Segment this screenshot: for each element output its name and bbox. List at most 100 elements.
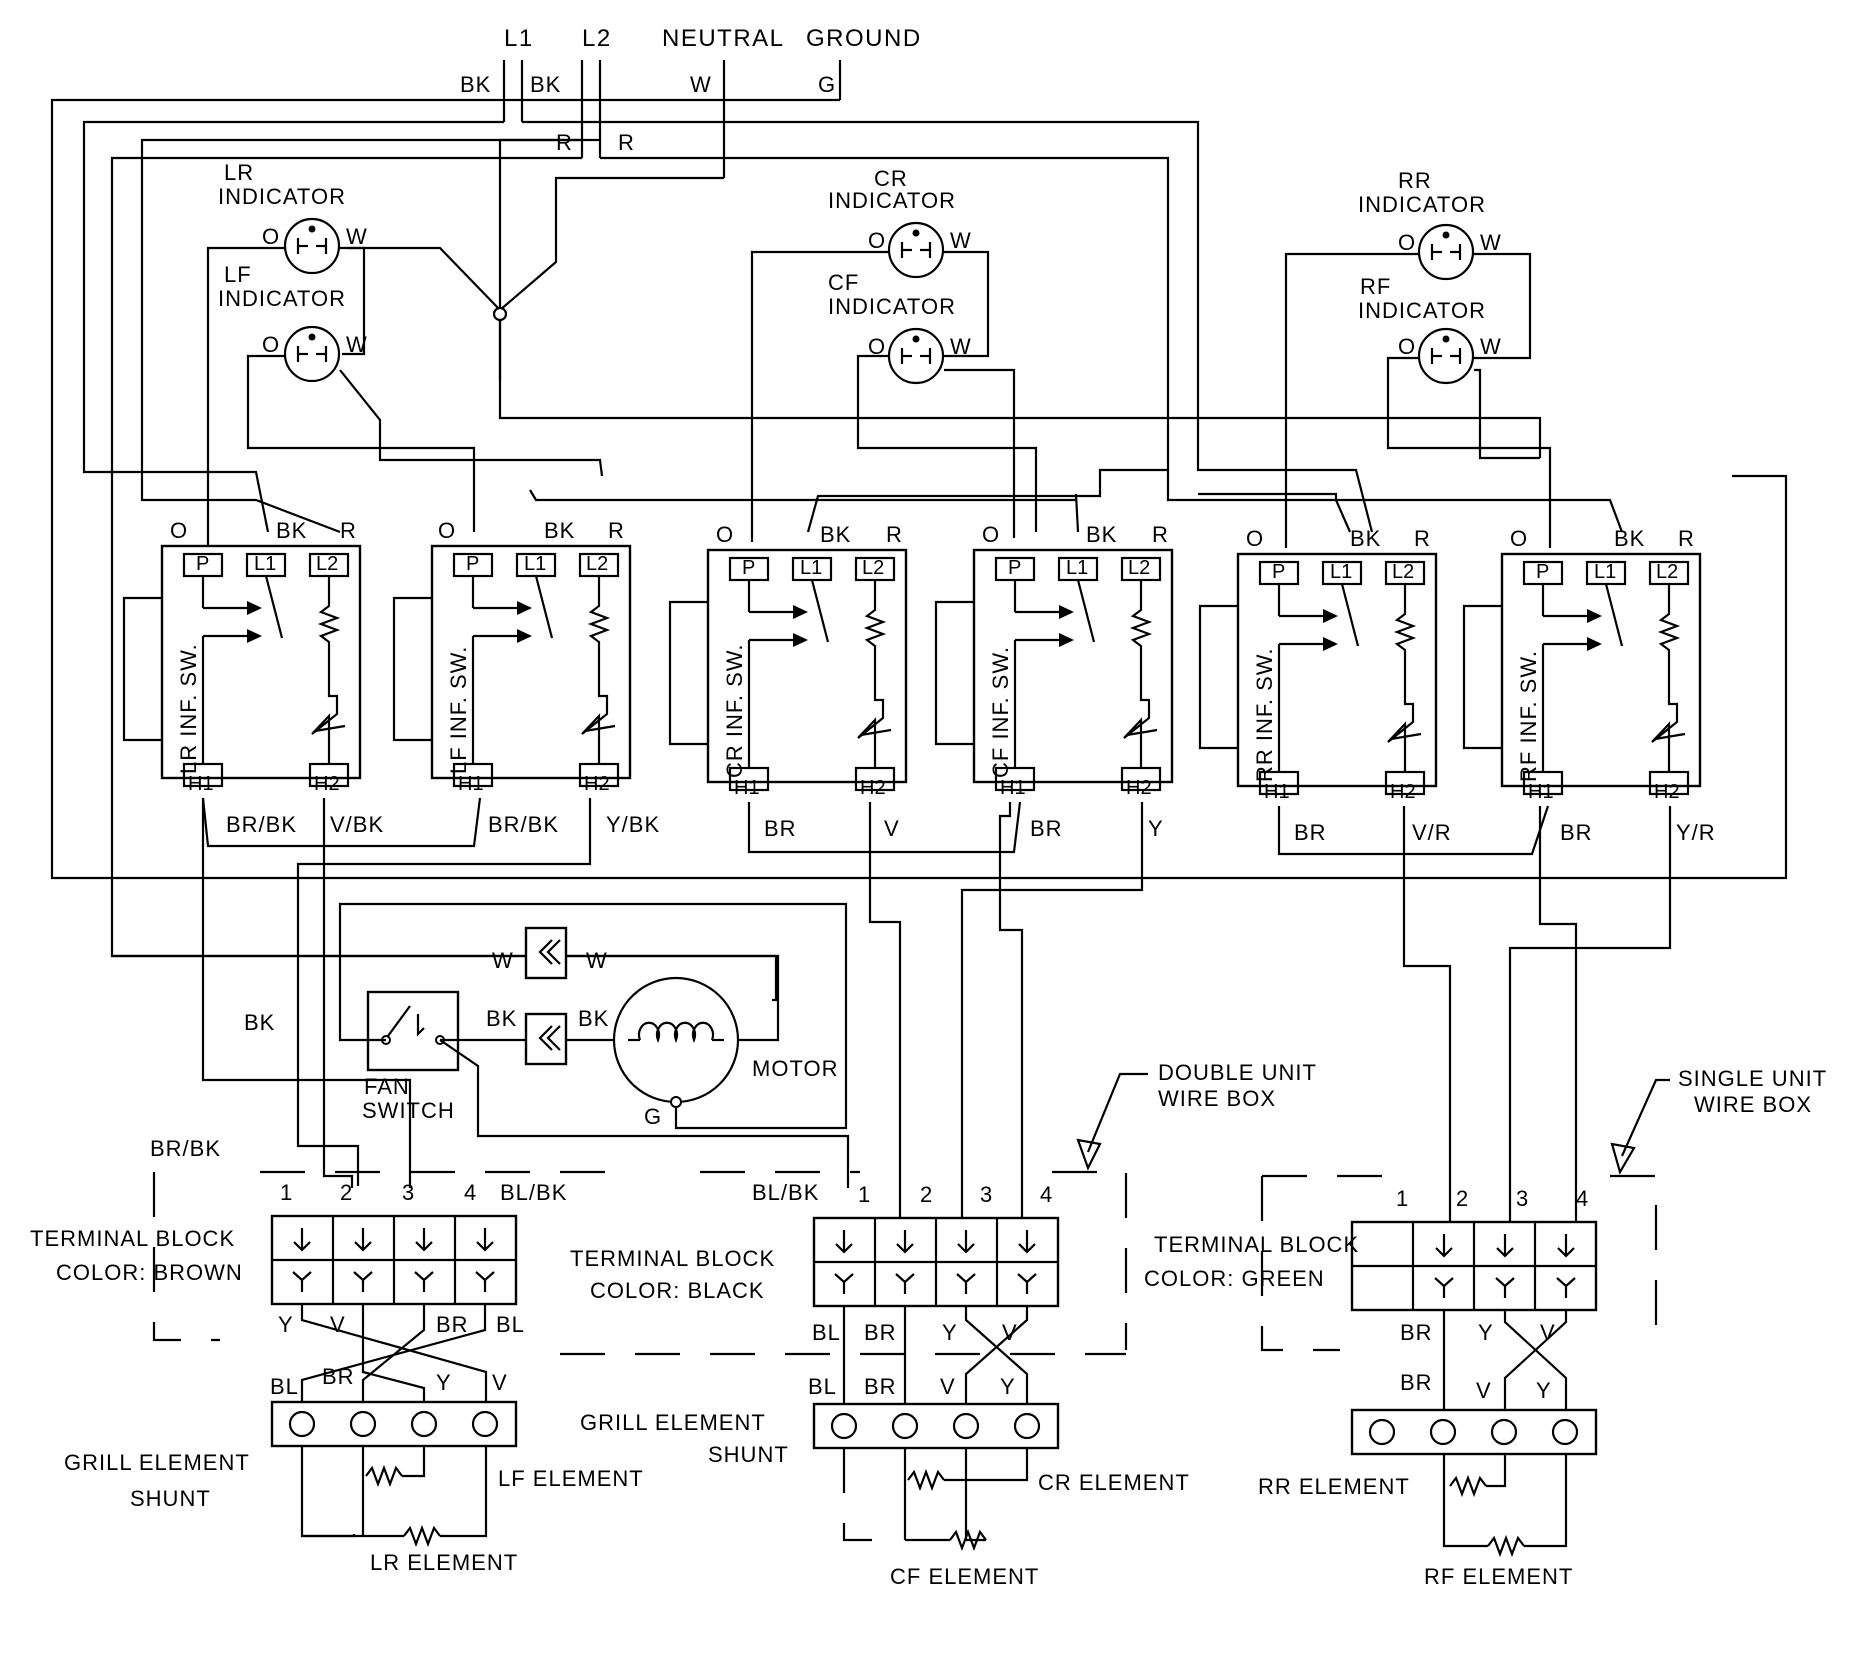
fan-circuit: FAN SWITCH W W BK BK MOTOR G (112, 902, 850, 1188)
rr-sw-p: P (1272, 561, 1285, 583)
l1-label: L1 (504, 25, 534, 52)
grill-shunt-2-line2: SHUNT (708, 1442, 789, 1467)
green-tb-line1: TERMINAL BLOCK (1154, 1232, 1359, 1257)
green-num-3: 3 (1516, 1186, 1529, 1211)
rf-sw-p: P (1536, 561, 1549, 583)
brown-num-1: 1 (280, 1180, 293, 1205)
lr-element-label: LR ELEMENT (370, 1550, 518, 1575)
lr-sw-l2: L2 (316, 553, 338, 575)
lf-sw-l2: L2 (586, 553, 608, 575)
cr-sw-r: R (886, 522, 903, 547)
cr-element-label: CR ELEMENT (1038, 1470, 1190, 1495)
infinite-switch-rr: O BK R P L1 L2 H1 H2 RR INF. SW. BR V/R (1236, 526, 1452, 845)
brown-tb-line1: TERMINAL BLOCK (30, 1226, 235, 1251)
rr-indicator: RR INDICATOR O W (1358, 168, 1501, 281)
lr-sw-h2: H2 (314, 773, 340, 795)
cf-sw-h1: H1 (1000, 777, 1026, 799)
lf-sw-h2: H2 (584, 773, 610, 795)
rf-sw-l1: L1 (1594, 561, 1616, 583)
lr-sw-out1: BR/BK (226, 812, 297, 837)
cf-sw-o: O (982, 522, 1000, 547)
lf-sw-bk: BK (544, 518, 575, 543)
black-strip-y: Y (1000, 1374, 1016, 1399)
rf-sw-bk: BK (1614, 526, 1645, 551)
black-num-2: 2 (920, 1182, 933, 1207)
rf-sw-out2: Y/R (1676, 820, 1716, 845)
wire-label-bk-2: BK (530, 72, 561, 97)
brown-v: V (330, 1312, 346, 1337)
green-num-2: 2 (1456, 1186, 1469, 1211)
infinite-switch-cf: O BK R P L1 L2 H1 H2 CF INF. SW. BR Y (972, 522, 1174, 841)
grill-shunt-line1: GRILL ELEMENT (64, 1450, 250, 1475)
cf-indicator-w: W (950, 334, 972, 359)
brown-bl: BL (496, 1312, 525, 1337)
lf-sw-out1: BR/BK (488, 812, 559, 837)
wire-label-g: G (818, 72, 836, 97)
lf-sw-o: O (438, 518, 456, 543)
rr-sw-out2: V/R (1412, 820, 1452, 845)
fan-switch-line2: SWITCH (362, 1098, 455, 1123)
rr-sw-l1: L1 (1330, 561, 1352, 583)
rr-indicator-line1: RR (1398, 168, 1432, 193)
wire-label-r-1: R (556, 130, 573, 155)
cr-sw-l2: L2 (862, 557, 884, 579)
rf-sw-out1: BR (1560, 820, 1593, 845)
cf-sw-h2: H2 (1126, 777, 1152, 799)
green-br: BR (1400, 1320, 1433, 1345)
black-strip-v: V (940, 1374, 956, 1399)
lf-sw-l1: L1 (524, 553, 546, 575)
cr-sw-label: CR INF. SW. (722, 644, 747, 778)
cf-sw-out1: BR (1030, 816, 1063, 841)
brown-num-3: 3 (402, 1180, 415, 1205)
brown-bl-bk: BL/BK (500, 1180, 567, 1205)
black-strip-bl: BL (808, 1374, 837, 1399)
lf-sw-out2: Y/BK (606, 812, 660, 837)
rf-sw-l2: L2 (1656, 561, 1678, 583)
rr-sw-o: O (1246, 526, 1264, 551)
rf-sw-h1: H1 (1528, 781, 1554, 803)
switch-output-wiring (201, 797, 1672, 1222)
fan-bk-2: BK (578, 1006, 609, 1031)
rr-sw-label: RR INF. SW. (1252, 648, 1277, 782)
cf-element-label: CF ELEMENT (890, 1564, 1039, 1589)
lf-indicator-w: W (346, 332, 368, 357)
terminal-block-brown: BR/BK BL/BK 1 2 3 4 TERMINAL BLOCK COLOR… (30, 1136, 620, 1342)
terminal-block-black: BL/BK 1 2 3 4 TERMINAL BLOCK COLOR: BLAC… (560, 1170, 1128, 1356)
lr-indicator-line1: LR (224, 160, 254, 185)
brown-strip-v: V (492, 1370, 508, 1395)
cr-sw-p: P (742, 557, 755, 579)
cr-sw-h2: H2 (860, 777, 886, 799)
cf-sw-r: R (1152, 522, 1169, 547)
rf-indicator-line1: RF (1360, 274, 1391, 299)
lf-indicator: LF INDICATOR O W (218, 262, 368, 383)
brown-y: Y (278, 1312, 294, 1337)
lf-element-label: LF ELEMENT (498, 1466, 644, 1491)
lf-indicator-o: O (262, 332, 280, 357)
cr-sw-out1: BR (764, 816, 797, 841)
lr-indicator: LR INDICATOR O W (218, 160, 368, 275)
cf-sw-bk: BK (1086, 522, 1117, 547)
lr-sw-label: LR INF. SW. (176, 643, 201, 774)
cr-indicator-line2: INDICATOR (828, 188, 956, 213)
single-wire-box-line1: SINGLE UNIT (1678, 1066, 1827, 1091)
cf-indicator-line2: INDICATOR (828, 294, 956, 319)
brown-element-wiring: BL BR Y V GRILL ELEMENT SHUNT LF ELEMENT… (64, 1304, 644, 1575)
brown-tb-line2: COLOR: BROWN (56, 1260, 243, 1285)
infinite-switch-lf: O BK R P L1 L2 H1 H2 LF INF. SW. BR/BK Y… (430, 518, 660, 837)
infinite-switch-lr: O BK R P L1 L2 H1 H2 LR INF. SW. BR/BK V… (160, 518, 383, 837)
cf-sw-p: P (1008, 557, 1021, 579)
lr-indicator-w: W (346, 224, 368, 249)
rf-sw-h2: H2 (1654, 781, 1680, 803)
brown-strip-bl: BL (270, 1374, 299, 1399)
rf-indicator: RF INDICATOR O W (1358, 274, 1501, 385)
neutral-label: NEUTRAL (662, 25, 785, 52)
cf-indicator-o: O (868, 334, 886, 359)
rr-sw-l2: L2 (1392, 561, 1414, 583)
double-wire-box-line1: DOUBLE UNIT (1158, 1060, 1317, 1085)
brown-br: BR (436, 1312, 469, 1337)
brown-num-2: 2 (340, 1180, 353, 1205)
motor-g: G (644, 1104, 662, 1129)
fan-switch-line1: FAN (364, 1074, 410, 1099)
cf-sw-label: CF INF. SW. (988, 646, 1013, 778)
